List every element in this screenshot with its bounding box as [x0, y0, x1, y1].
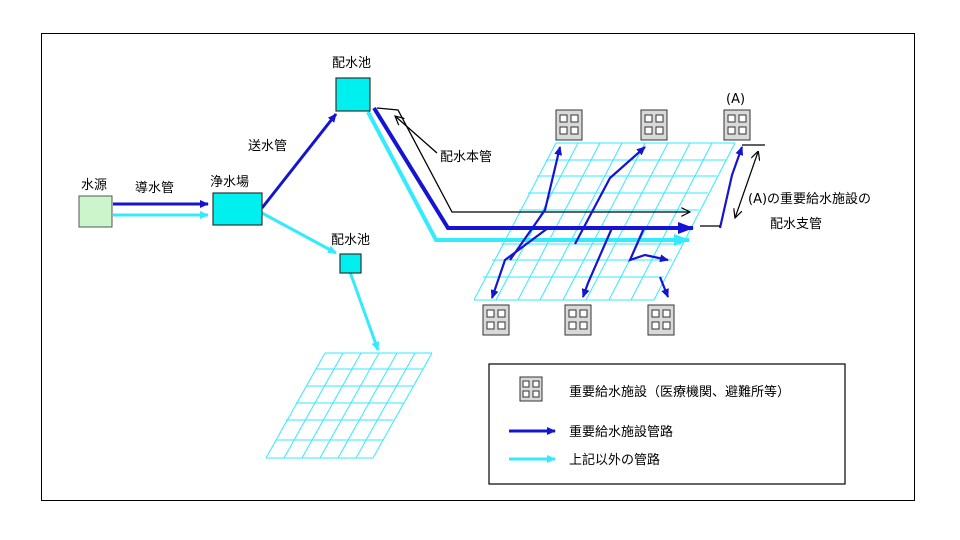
facility-icon-top-2: [640, 109, 668, 141]
label-branch-line1: (A)の重要給水施設の: [748, 191, 871, 207]
legend-facility-icon: [519, 376, 543, 402]
transmission-pipe-cyan: [261, 211, 337, 255]
treatment-plant-box: [212, 192, 263, 226]
source-box: [78, 195, 113, 228]
reservoir-sub-box: [339, 253, 362, 274]
facility-icon-top-1: [555, 109, 583, 141]
sub-reservoir-pipe: [348, 271, 380, 351]
distribution-grid-main: [473, 142, 736, 301]
facility-icon-top-a: [723, 109, 751, 141]
legend-facility-text: 重要給水施設（医療機関、避難所等）: [569, 384, 790, 400]
label-reservoir-main: 配水池: [332, 56, 371, 71]
facility-icon-bottom-3: [647, 304, 675, 336]
label-reservoir-sub: 配水池: [331, 233, 370, 248]
label-branch-line2: 配水支管: [770, 217, 822, 232]
label-intake-pipe: 導水管: [135, 181, 174, 196]
legend-other-text: 上記以外の管路: [569, 452, 660, 468]
main-distribution-cyan: [366, 111, 690, 246]
main-pipe-leader: [395, 116, 438, 154]
label-source: 水源: [81, 178, 107, 193]
diagram-frame: [41, 33, 915, 501]
main-distribution-annotation-line: [376, 107, 690, 212]
legend: 重要給水施設（医療機関、避難所等） 重要給水施設管路 上記以外の管路: [488, 363, 846, 485]
critical-branch-pipes: [490, 146, 744, 299]
legend-critical-text: 重要給水施設管路: [569, 424, 673, 440]
label-main-distribution: 配水本管: [440, 150, 492, 165]
transmission-pipe-blue: [260, 113, 338, 209]
facility-icon-bottom-1: [482, 304, 510, 336]
facility-icon-bottom-2: [564, 304, 592, 336]
distribution-grid-small: [265, 352, 433, 459]
reservoir-main-box: [335, 77, 371, 112]
label-transmission-pipe: 送水管: [248, 139, 287, 154]
label-treatment-plant: 浄水場: [210, 175, 249, 190]
branch-bracket-a: [700, 144, 765, 227]
label-marker-a: (A): [726, 92, 745, 107]
